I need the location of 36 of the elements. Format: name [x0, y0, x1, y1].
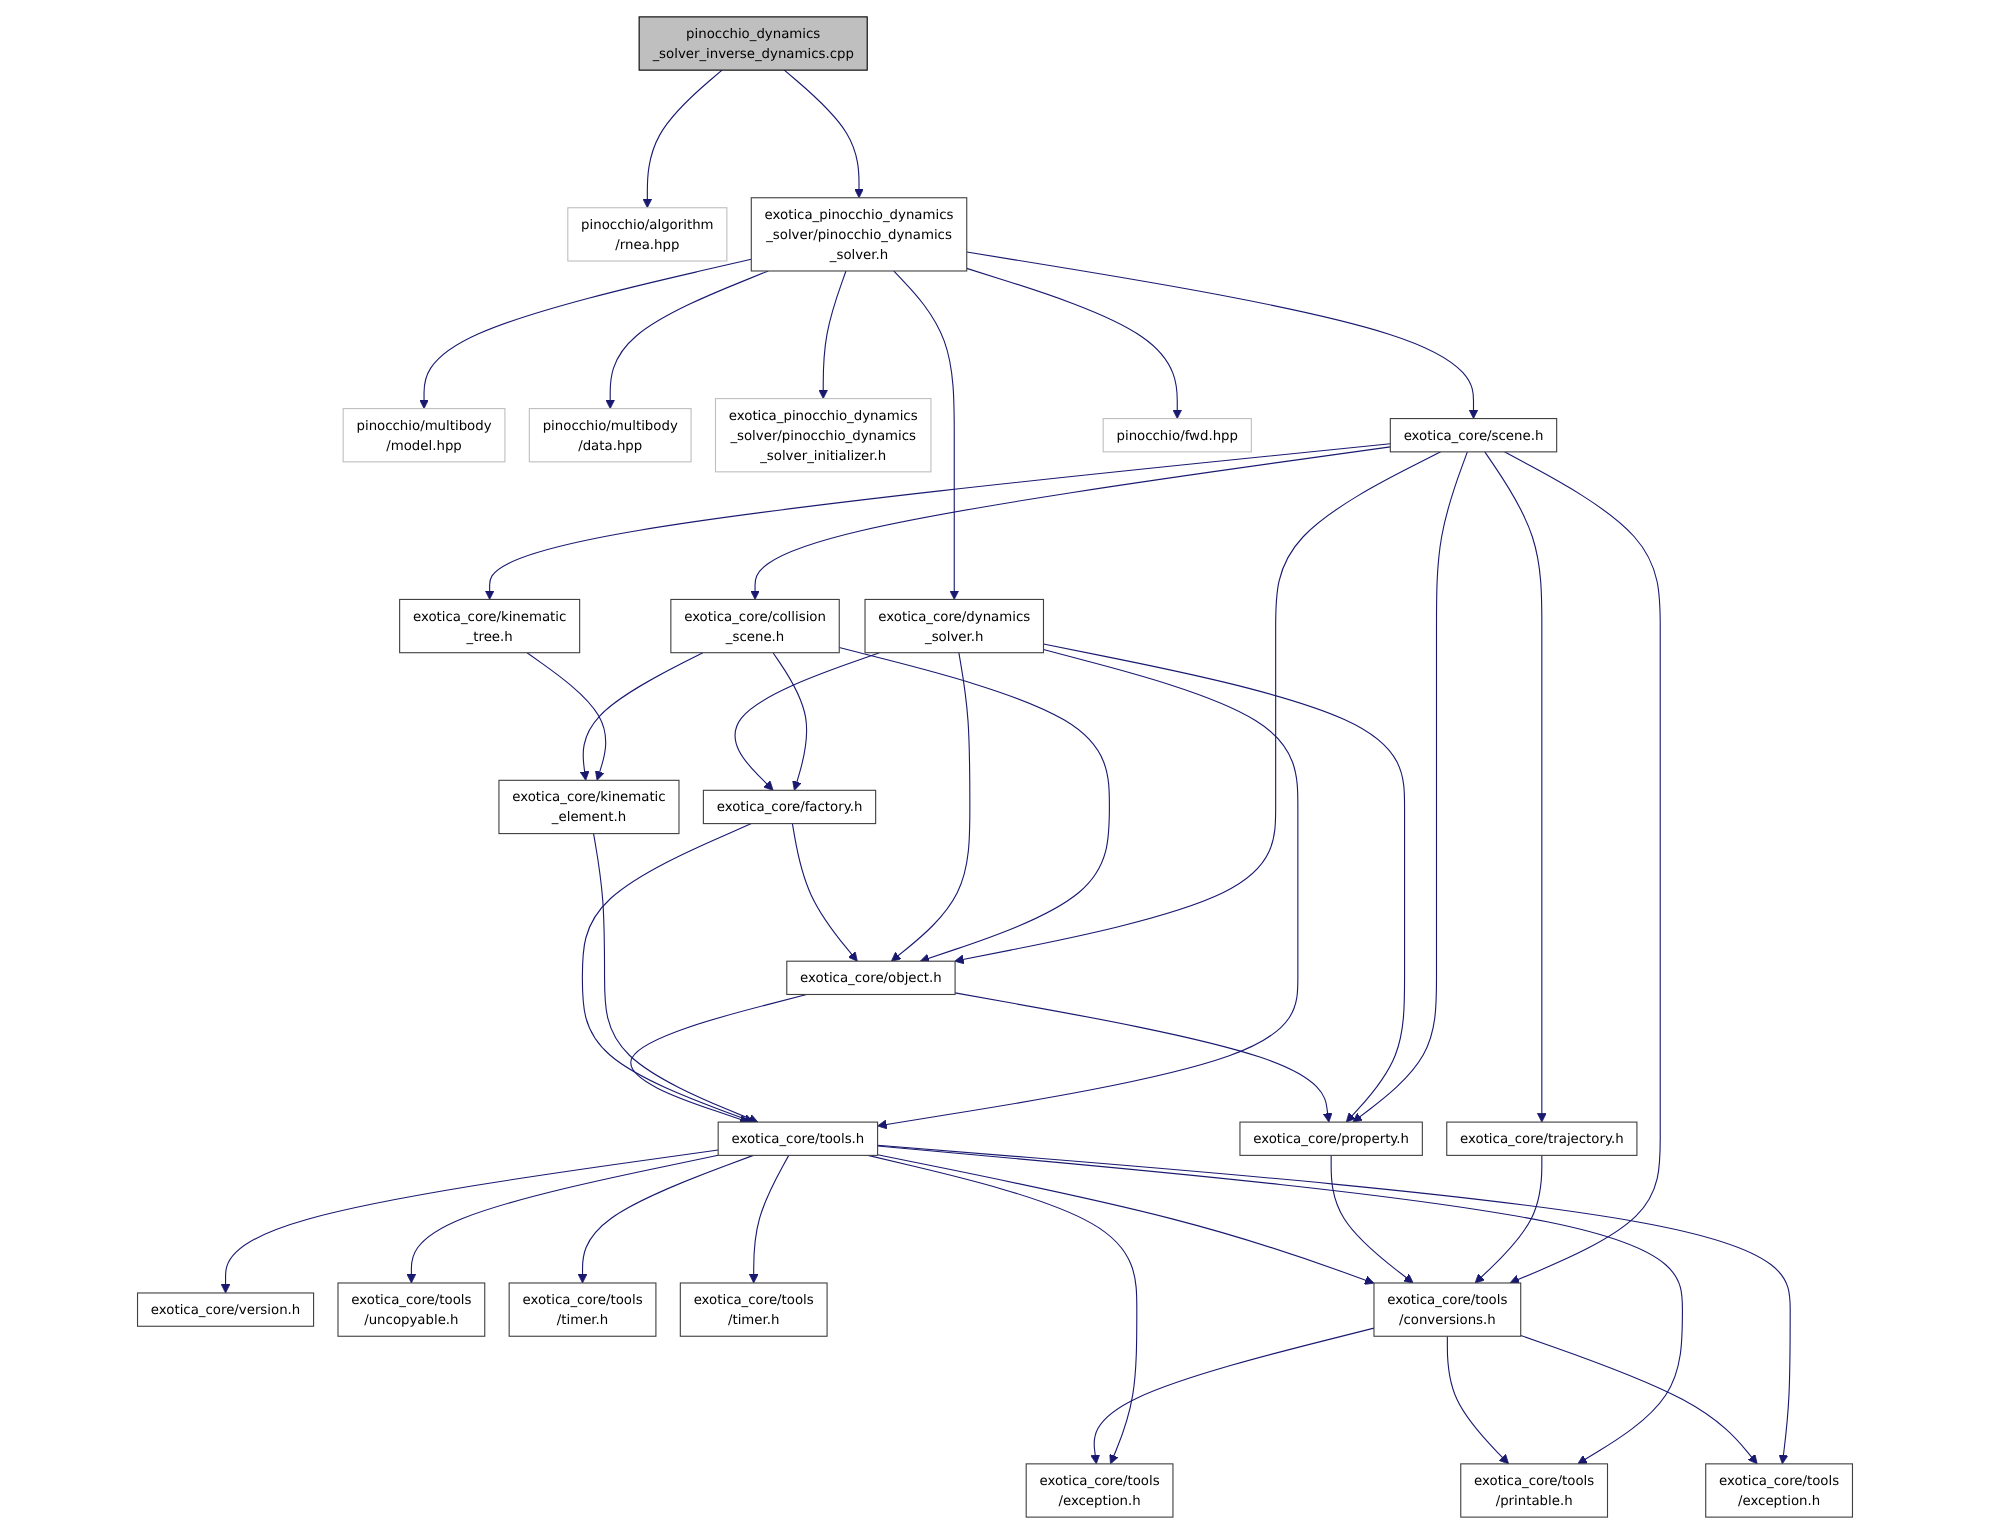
arrow	[877, 1154, 1375, 1285]
arrow	[1503, 451, 1661, 1285]
arrow	[577, 1154, 754, 1284]
arrow	[838, 647, 1110, 963]
arrow	[877, 649, 1299, 1130]
arrow	[419, 258, 752, 410]
arrow	[630, 993, 808, 1124]
arrow	[954, 992, 1333, 1123]
arrow	[748, 1154, 790, 1284]
arrow	[791, 823, 858, 962]
arrow	[890, 652, 971, 962]
arrow	[406, 1154, 719, 1284]
arrow	[893, 270, 960, 600]
arrow	[1352, 451, 1468, 1123]
arrow	[772, 652, 808, 791]
arrow	[1330, 1154, 1414, 1284]
arrow	[1042, 643, 1406, 1123]
arrow	[526, 652, 607, 781]
arrow	[734, 652, 881, 791]
arrow	[867, 1154, 1138, 1465]
arrow	[818, 270, 847, 400]
arrow	[642, 69, 723, 209]
arrow	[579, 652, 704, 781]
arrow	[605, 270, 769, 410]
arrow	[1484, 451, 1547, 1123]
arrow	[1446, 1335, 1509, 1465]
arrow	[954, 451, 1442, 965]
arrow	[1474, 1154, 1543, 1284]
arrow	[966, 251, 1479, 419]
arrow	[484, 443, 1391, 600]
arrow	[1090, 1327, 1375, 1465]
arrow	[966, 267, 1183, 419]
arrow	[1520, 1334, 1758, 1465]
arrow	[220, 1149, 719, 1294]
arrow	[750, 446, 1391, 600]
arrow	[783, 69, 864, 199]
